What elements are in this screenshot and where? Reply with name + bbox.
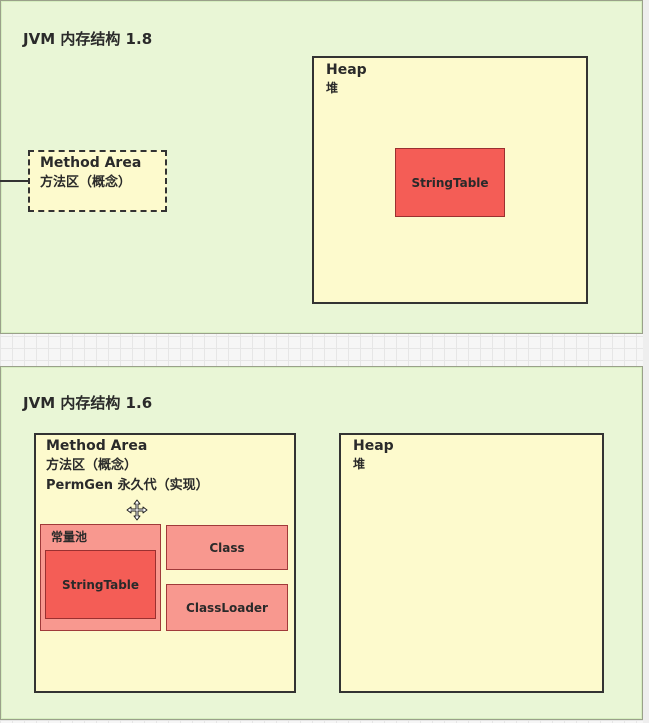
move-cursor-icon (126, 499, 148, 521)
class-loader-box[interactable]: ClassLoader (166, 584, 288, 631)
panel-title-1-6: JVM 内存结构 1.6 (23, 394, 153, 412)
method-area-title-1-6: Method Area (46, 438, 148, 454)
heap-label-1-6: Heap 堆 (353, 436, 394, 472)
heap-label-1-8: Heap 堆 (326, 60, 367, 96)
panel-title-1-8: JVM 内存结构 1.8 (23, 30, 153, 48)
heap-title-1-6: Heap (353, 438, 394, 454)
method-area-label-1-6: Method Area 方法区（概念） PermGen 永久代（实现） (46, 436, 209, 496)
heap-subtitle-1-8: 堆 (326, 81, 339, 95)
class-box[interactable]: Class (166, 525, 288, 570)
heap-title-1-8: Heap (326, 62, 367, 78)
method-area-connector (0, 180, 29, 182)
constant-pool-label: 常量池 (51, 530, 88, 544)
method-area-subtitle-1-6: 方法区（概念） (46, 458, 138, 473)
string-table-box-1-8[interactable]: StringTable (395, 148, 505, 217)
method-area-subtitle-1-8: 方法区（概念） (40, 175, 132, 190)
right-scroll-edge (643, 0, 649, 723)
method-area-title-1-8: Method Area (40, 155, 142, 171)
method-area-box-1-8[interactable]: Method Area 方法区（概念） (28, 150, 167, 212)
heap-box-1-6[interactable]: Heap 堆 (339, 433, 604, 693)
permgen-label: PermGen 永久代（实现） (46, 478, 209, 493)
string-table-box-1-6[interactable]: StringTable (45, 550, 156, 619)
heap-subtitle-1-6: 堆 (353, 457, 366, 471)
heap-box-1-8[interactable]: Heap 堆 (312, 56, 588, 304)
method-area-label-1-8: Method Area 方法区（概念） (40, 153, 141, 192)
